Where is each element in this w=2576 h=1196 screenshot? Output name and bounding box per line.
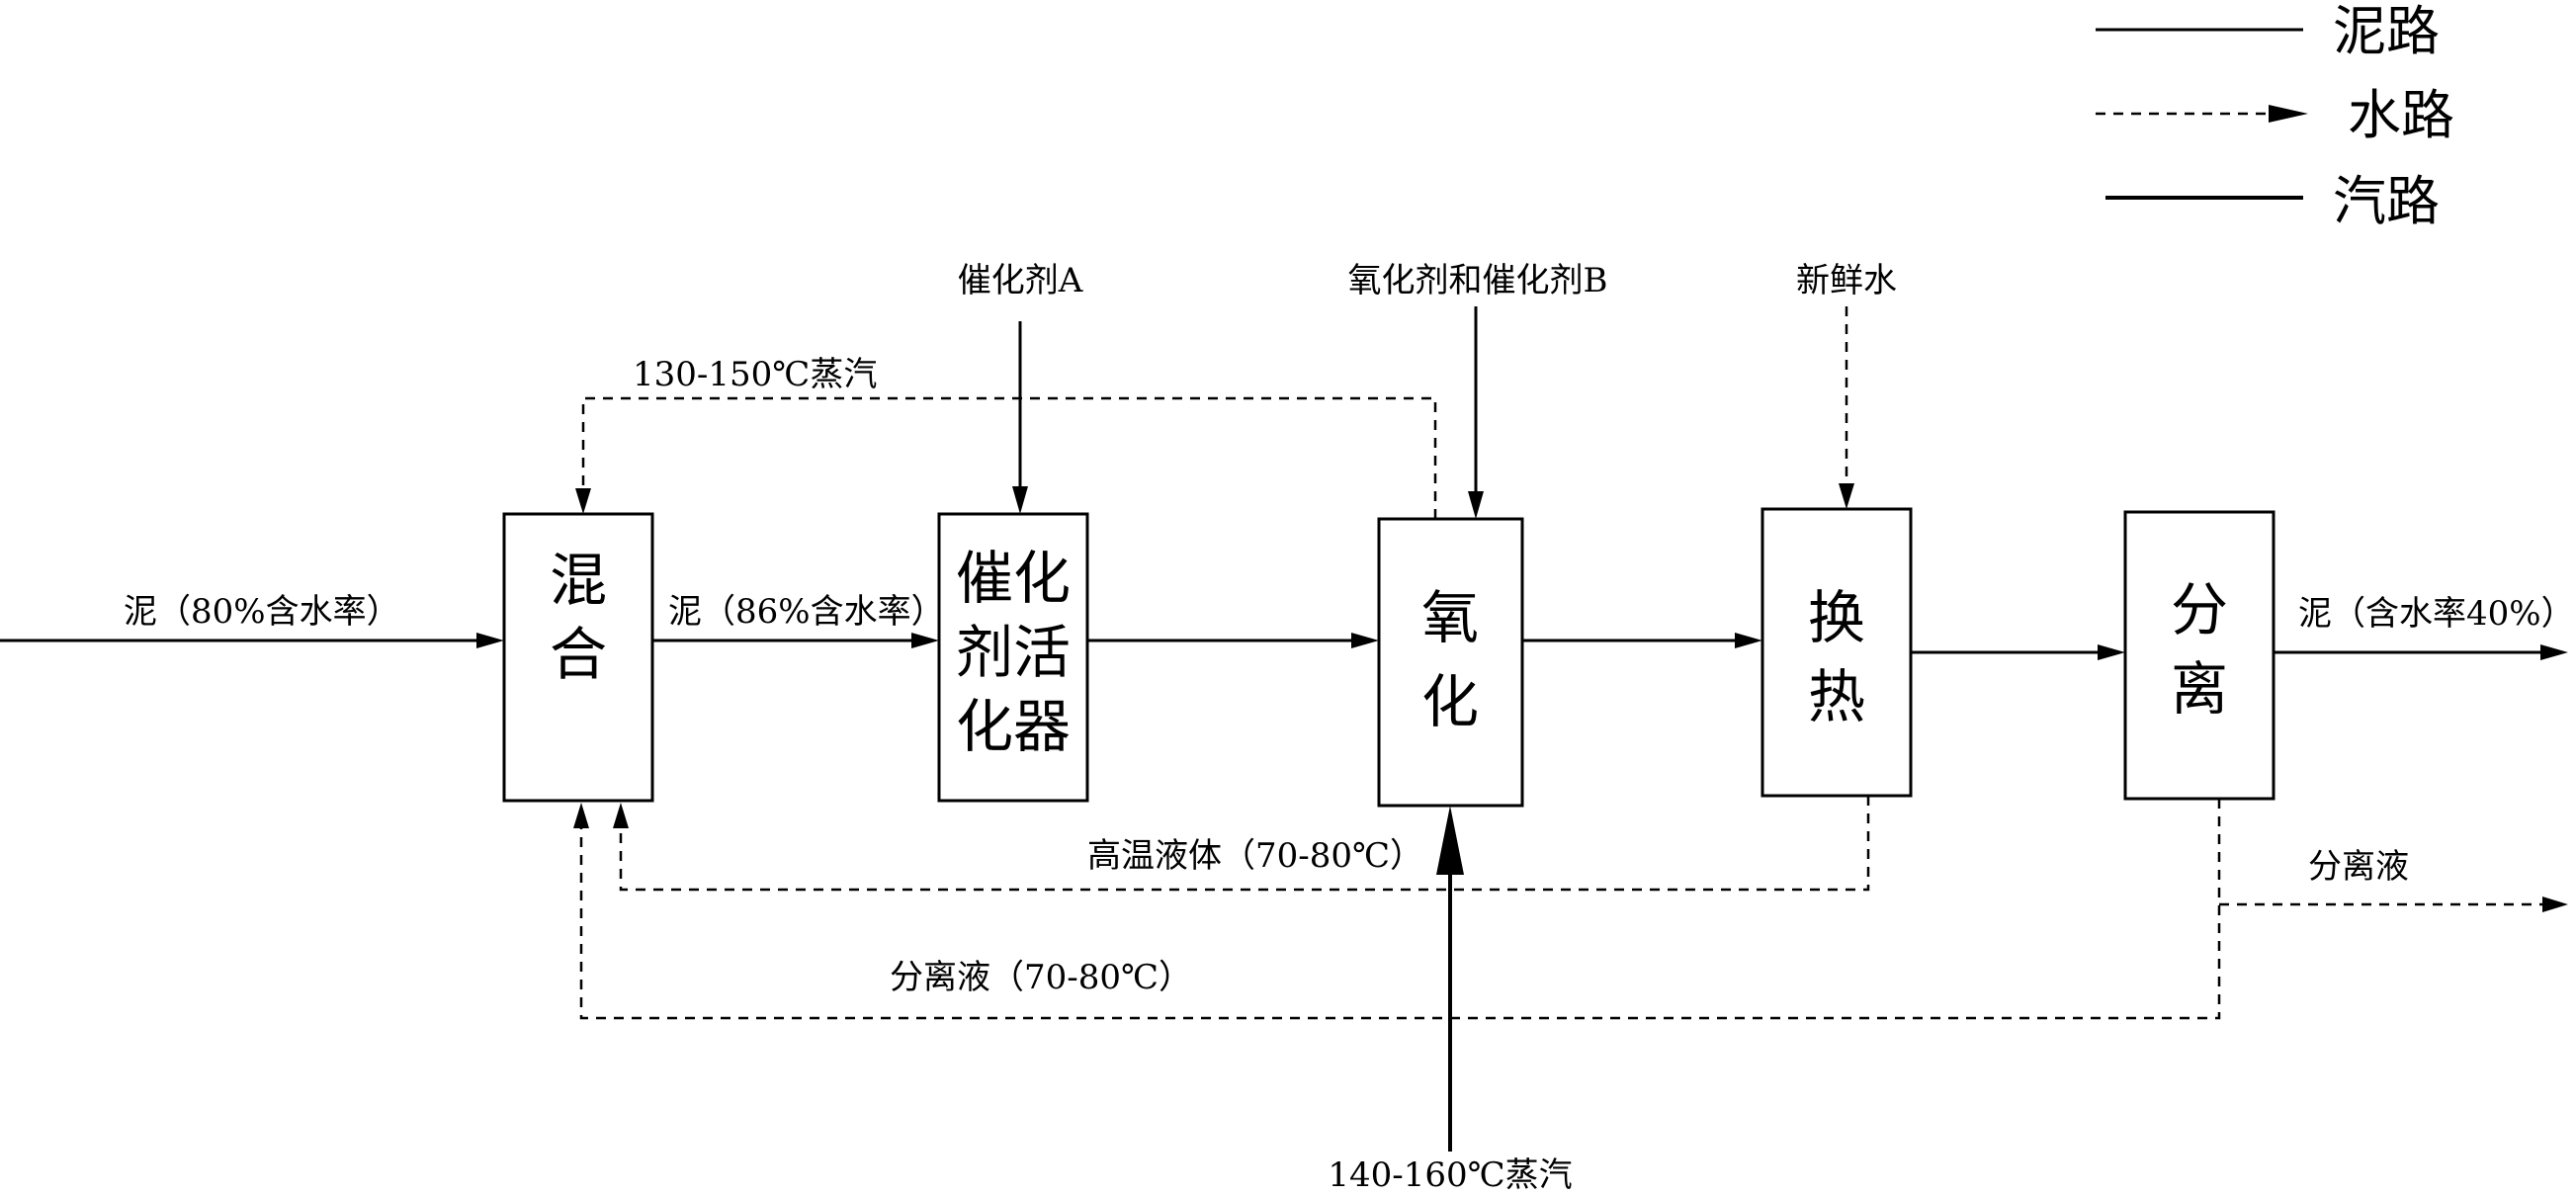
- label-fresh-water: 新鲜水: [1796, 261, 1897, 300]
- sludge-in-arrowhead: [476, 633, 504, 648]
- legend: 泥路 水路 汽路: [2096, 0, 2454, 232]
- unit-mix: 混 合: [502, 512, 654, 803]
- label-catalyst-a: 催化剂A: [958, 261, 1083, 300]
- unit-catalyst-activator-text-2: 剂活: [956, 619, 1071, 686]
- labels: 泥（80%含水率） 泥（86%含水率） 泥（含水率40%） 催化剂A 氧化剂和催…: [124, 261, 2575, 1195]
- sludge-lines: [0, 306, 2568, 660]
- unit-separation-box: [2123, 510, 2275, 801]
- label-sep-liquid-out: 分离液: [2308, 847, 2409, 887]
- label-oxidant-catalyst-b: 氧化剂和催化剂B: [1348, 261, 1608, 300]
- legend-water-label: 水路: [2348, 84, 2454, 146]
- label-steam-return: 130-150℃蒸汽: [633, 355, 877, 394]
- unit-mix-text-1: 混: [550, 547, 607, 614]
- unit-catalyst-activator: 催化 剂活 化器: [937, 512, 1089, 803]
- unit-catalyst-activator-text-1: 催化: [956, 545, 1071, 612]
- legend-water-arrowhead: [2269, 105, 2308, 123]
- unit-mix-box: [502, 512, 654, 803]
- steam-lines: [1436, 806, 1464, 1152]
- water-lines: [573, 306, 2568, 1020]
- label-sludge-in: 泥（80%含水率）: [124, 592, 400, 632]
- legend-sludge-label: 泥路: [2333, 0, 2440, 62]
- sep-liquid-return-line: [579, 799, 2221, 1020]
- steam-return-arrowhead: [575, 488, 591, 514]
- unit-heat-exchange-box: [1760, 507, 1913, 798]
- unit-oxidation-text-1: 氧: [1421, 584, 1479, 651]
- sep-liquid-return-arrowhead: [573, 803, 589, 828]
- unit-separation: 分 离: [2123, 510, 2275, 801]
- unit-mix-text-2: 合: [550, 621, 607, 688]
- unit-heat-exchange-text-2: 热: [1808, 663, 1865, 730]
- unit-heat-exchange: 换 热: [1760, 507, 1913, 798]
- sludge-mix-to-activator-arrowhead: [911, 633, 939, 648]
- sep-liquid-out-arrowhead: [2542, 897, 2568, 912]
- unit-oxidation-text-2: 化: [1421, 668, 1479, 735]
- sludge-oxidation-to-exchange-arrowhead: [1735, 633, 1762, 648]
- label-sludge-mid: 泥（86%含水率）: [668, 592, 945, 632]
- sludge-exchange-to-separation-arrowhead: [2098, 644, 2125, 660]
- unit-oxidation: 氧 化: [1377, 517, 1524, 808]
- label-steam-in: 140-160℃蒸汽: [1328, 1155, 1572, 1195]
- sludge-out-arrowhead: [2540, 644, 2568, 660]
- sludge-activator-to-oxidation-arrowhead: [1351, 633, 1379, 648]
- label-sep-liquid-return: 分离液（70-80℃）: [890, 958, 1192, 997]
- steam-in-arrowhead: [1436, 806, 1464, 875]
- legend-steam-label: 汽路: [2333, 170, 2440, 232]
- catalyst-a-arrowhead: [1012, 486, 1028, 514]
- unit-heat-exchange-text-1: 换: [1808, 584, 1865, 651]
- unit-separation-text-1: 分: [2171, 576, 2228, 643]
- label-sludge-out: 泥（含水率40%）: [2298, 594, 2575, 634]
- hot-liquid-line: [619, 796, 1870, 892]
- unit-catalyst-activator-box: [937, 512, 1089, 803]
- fresh-water-arrowhead: [1839, 483, 1854, 509]
- unit-oxidation-box: [1377, 517, 1524, 808]
- label-hot-liquid: 高温液体（70-80℃）: [1087, 836, 1423, 876]
- unit-catalyst-activator-text-3: 化器: [956, 693, 1071, 760]
- unit-separation-text-2: 离: [2171, 655, 2228, 723]
- hot-liquid-arrowhead: [613, 803, 629, 828]
- oxidant-arrowhead: [1468, 491, 1484, 519]
- steam-return-line: [581, 396, 1437, 519]
